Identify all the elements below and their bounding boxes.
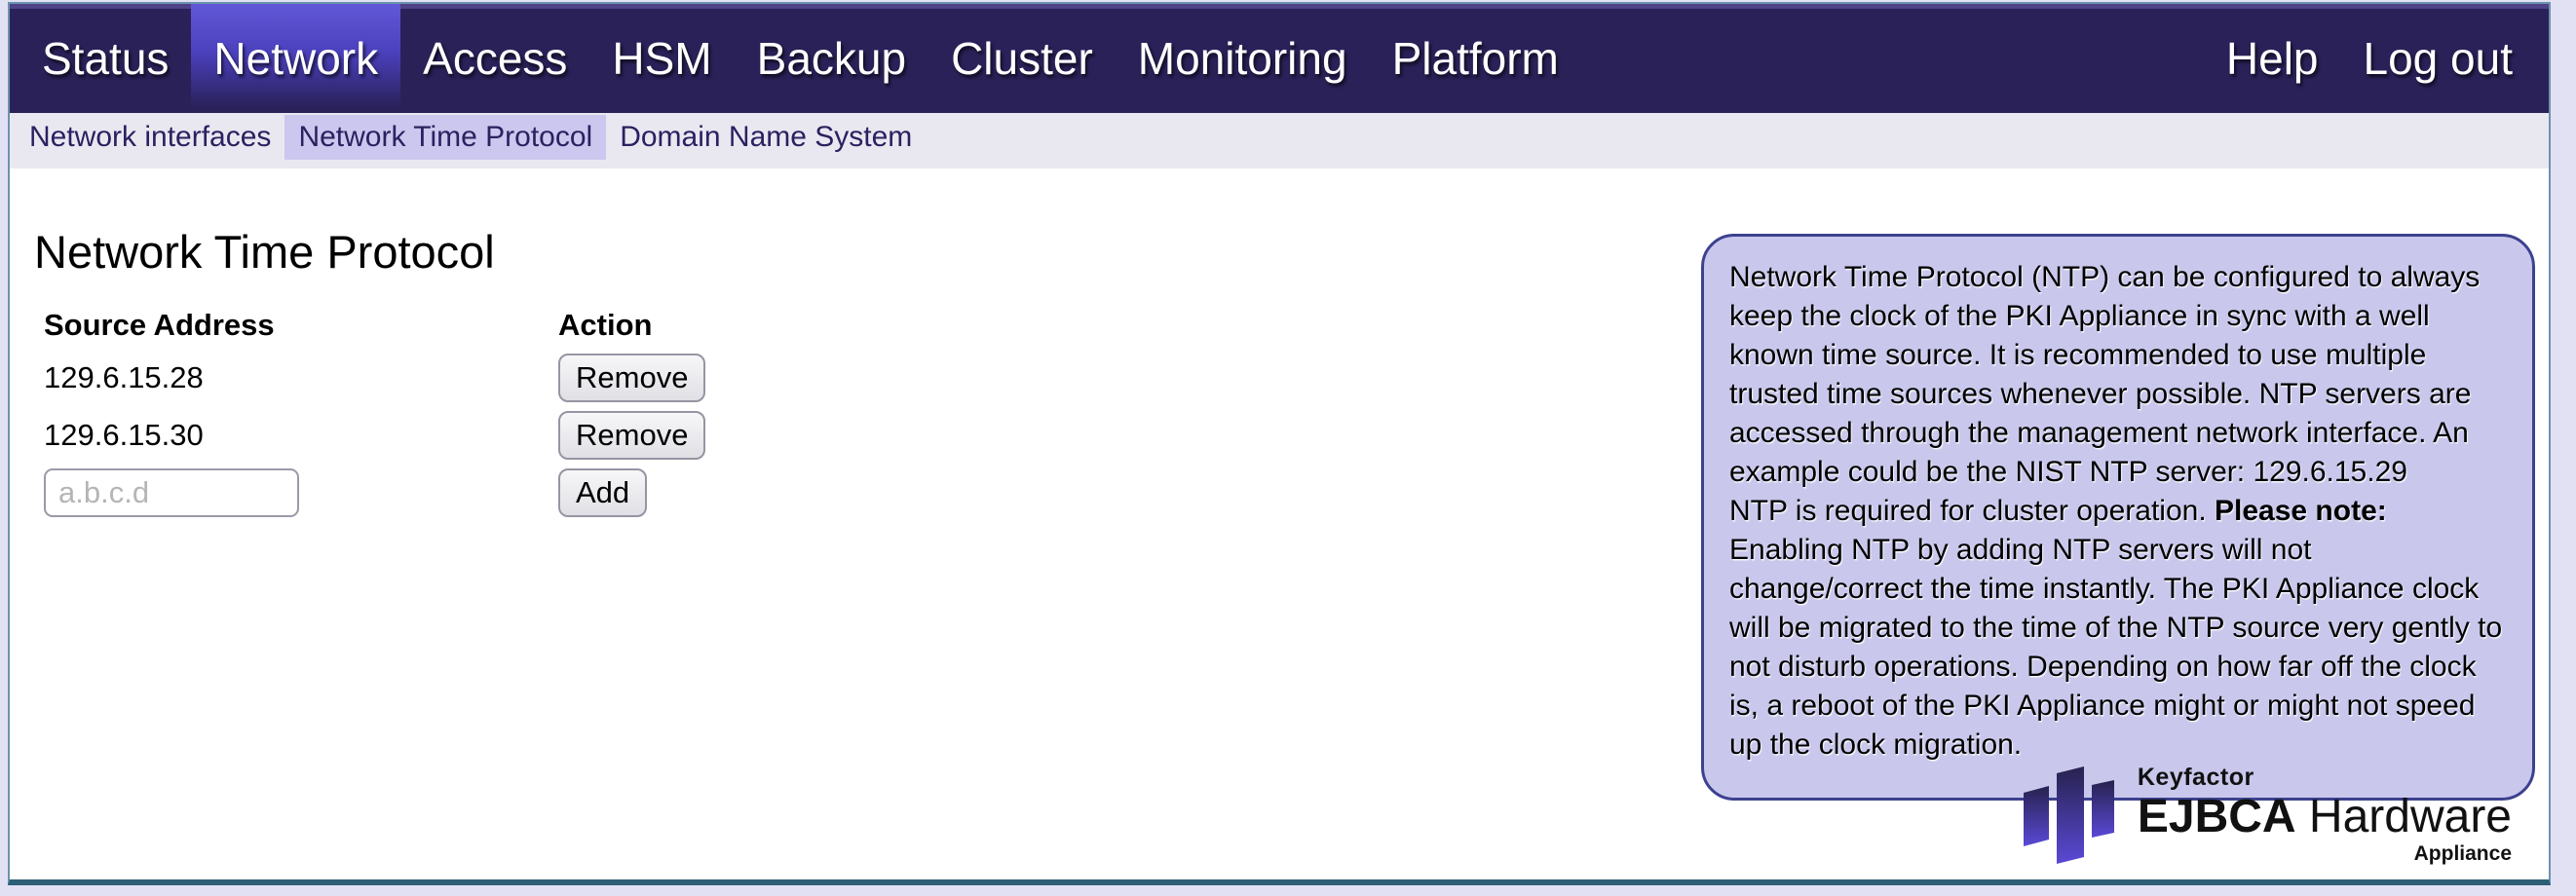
add-button[interactable]: Add: [558, 467, 648, 517]
nav-item-status[interactable]: Status: [42, 33, 170, 84]
subnav-item-domain-name-system[interactable]: Domain Name System: [620, 121, 913, 153]
column-header-action: Action: [558, 308, 653, 342]
page-title: Network Time Protocol: [34, 226, 495, 278]
nav-item-network[interactable]: Network: [191, 4, 401, 113]
nav-item-logout[interactable]: Log out: [2363, 33, 2513, 84]
keyfactor-ejbca-logo: Keyfactor EJBCA Hardware Appliance: [2023, 764, 2512, 866]
ntp-help-text-part2: NTP is required for cluster operation.: [1729, 495, 2216, 527]
nav-item-backup[interactable]: Backup: [756, 33, 907, 84]
column-header-source-address: Source Address: [44, 308, 275, 342]
nav-item-hsm[interactable]: HSM: [612, 33, 712, 84]
logo-text: Keyfactor EJBCA Hardware Appliance: [2138, 764, 2512, 866]
remove-button[interactable]: Remove: [558, 353, 706, 402]
logo-product: EJBCA Hardware: [2138, 792, 2512, 842]
nav-item-help[interactable]: Help: [2225, 33, 2319, 84]
ntp-help-text-part1: Network Time Protocol (NTP) can be confi…: [1729, 261, 2481, 488]
table-row-action: Remove: [558, 349, 706, 406]
new-ntp-server-input[interactable]: [44, 467, 299, 517]
keyfactor-logo-mark: [2023, 765, 2114, 864]
add-server-input-cell: [44, 464, 558, 521]
nav-item-platform[interactable]: Platform: [1391, 33, 1559, 84]
main-content: Network Time Protocol Source Address Act…: [10, 168, 2549, 521]
subnav-item-network-time-protocol[interactable]: Network Time Protocol: [284, 115, 607, 160]
logo-variant: Appliance: [2413, 842, 2512, 865]
logo-product-hardware: Hardware: [2308, 791, 2512, 842]
ntp-help-box: Network Time Protocol (NTP) can be confi…: [1701, 234, 2535, 801]
remove-button[interactable]: Remove: [558, 410, 706, 460]
nav-spacer: [1581, 4, 2204, 113]
subnav-item-network-interfaces[interactable]: Network interfaces: [29, 121, 272, 153]
logo-product-ejbca: EJBCA: [2137, 791, 2296, 842]
network-subnav: Network interfaces Network Time Protocol…: [10, 113, 2549, 168]
ntp-server-address: 129.6.15.30: [44, 417, 204, 452]
nav-item-access[interactable]: Access: [423, 33, 568, 84]
page-frame: Status Network Access HSM Backup Cluster…: [8, 2, 2551, 885]
table-row-action: Remove: [558, 406, 706, 464]
top-navbar: Status Network Access HSM Backup Cluster…: [10, 4, 2549, 113]
ntp-server-address: 129.6.15.28: [44, 359, 204, 394]
nav-item-monitoring[interactable]: Monitoring: [1137, 33, 1347, 84]
nav-item-cluster[interactable]: Cluster: [951, 33, 1093, 84]
ntp-server-table: Source Address Action 129.6.15.28 Remove…: [44, 302, 2549, 521]
add-server-action-cell: Add: [558, 464, 705, 521]
ntp-help-text-part3: Enabling NTP by adding NTP servers will …: [1729, 534, 2503, 761]
ntp-help-please-note: Please note:: [2215, 495, 2387, 527]
logo-brand: Keyfactor: [2137, 764, 2254, 791]
